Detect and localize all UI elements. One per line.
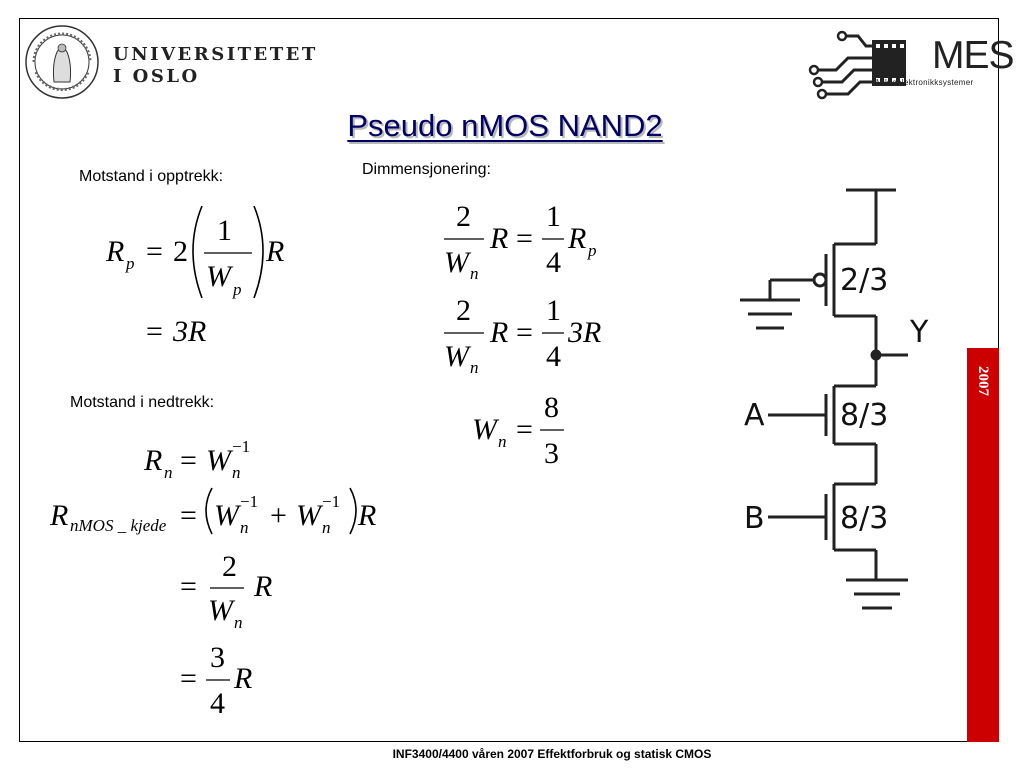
s2-den-sub: n — [470, 358, 479, 377]
s3-num: 8 — [544, 391, 559, 424]
s2-rden: 4 — [546, 340, 561, 373]
s1-rden: 4 — [546, 246, 561, 279]
pd4-eq: = — [180, 662, 197, 695]
pd2-left-paren — [205, 487, 213, 535]
slide-footer: INF3400/4400 våren 2007 Effektforbruk og… — [392, 747, 712, 761]
pd2-right-paren — [349, 487, 357, 535]
pd4-den: 4 — [210, 687, 225, 720]
nmos-a-size-label: 8/3 — [840, 398, 888, 433]
pullup-left-paren — [192, 205, 203, 299]
s1-den: W — [444, 246, 472, 279]
pullup-result: 3R — [172, 315, 206, 348]
pd3-eq: = — [180, 570, 197, 603]
mes-subtitle: Mikroelektronikksystemer — [876, 78, 974, 87]
pd4-num: 3 — [210, 641, 225, 674]
pullup-eq-2: = — [146, 315, 163, 348]
pd1-rhs-sub: n — [232, 463, 241, 482]
mes-circuit-logo-icon — [808, 30, 906, 100]
year-label: 2007 — [975, 366, 992, 396]
pseudo-nmos-nand2-schematic: 2/3 Y A 8/3 B 8/3 — [740, 188, 929, 610]
pullup-lhs: R — [105, 235, 124, 268]
s3-lhs: W — [472, 413, 500, 446]
pullup-den-sub: p — [232, 280, 242, 299]
sizing-label: Dimmensjonering: — [362, 161, 491, 178]
pd1-lhs: R — [143, 444, 162, 477]
pd4-tail: R — [233, 662, 252, 695]
s2-eq: = — [516, 316, 533, 349]
output-label: Y — [909, 315, 929, 350]
pd2-lhs-sub: nMOS _ kjede — [70, 516, 167, 535]
university-line-1: UNIVERSITETET — [113, 44, 318, 65]
pd2-w1-sub: n — [240, 518, 249, 537]
s3-eq: = — [516, 413, 533, 446]
pulldown-label: Motstand i nedtrekk: — [70, 394, 215, 411]
sizing-equations: 2 W n R = 1 4 R p 2 W n R = 1 4 3R W n =… — [444, 200, 601, 470]
uio-seal-icon — [25, 25, 99, 99]
s1-num: 2 — [456, 200, 471, 233]
s1-den-sub: n — [470, 264, 479, 283]
pullup-num: 1 — [217, 214, 232, 247]
input-a-label: A — [744, 398, 765, 433]
slide-title: Pseudo nMOS NAND2 — [347, 108, 663, 143]
pullup-label: Motstand i opptrekk: — [79, 168, 224, 185]
pd3-den: W — [208, 594, 236, 627]
pd2-w2-sub: n — [322, 518, 331, 537]
s2-num: 2 — [456, 294, 471, 327]
pullup-equation: R p = 2 1 W p R = 3R — [105, 205, 284, 348]
university-line-2: I OSLO — [113, 66, 200, 87]
s2-den: W — [444, 340, 472, 373]
s1-tail: R — [567, 222, 586, 255]
pd2-eq: = — [180, 499, 197, 532]
pullup-tail: R — [265, 235, 284, 268]
s3-den: 3 — [544, 437, 559, 470]
pd1-eq: = — [180, 444, 197, 477]
s3-lhs-sub: n — [498, 432, 507, 451]
pullup-eq: = — [146, 235, 163, 268]
pd2-w1: W — [214, 499, 242, 532]
pd1-rhs: W — [206, 444, 234, 477]
pullup-den: W — [206, 260, 234, 293]
pulldown-equations: R n = W n −1 R nMOS _ kjede = W n −1 + W… — [49, 437, 376, 720]
s1-tail-sub: p — [587, 241, 597, 260]
s2-tail: 3R — [567, 316, 601, 349]
input-b-label: B — [744, 501, 765, 536]
pd3-tail: R — [253, 570, 272, 603]
nmos-b-size-label: 8/3 — [840, 501, 888, 536]
pullup-lhs-sub: p — [125, 254, 135, 273]
pmos-bubble — [812, 272, 828, 288]
pd2-tail: R — [357, 499, 376, 532]
pd1-lhs-sub: n — [164, 463, 173, 482]
pullup-coef: 2 — [173, 235, 188, 268]
s2-mid: R — [489, 316, 508, 349]
pullup-right-paren — [253, 205, 264, 299]
university-name: UNIVERSITETET I OSLO — [113, 44, 318, 88]
s1-rnum: 1 — [546, 200, 561, 233]
pd2-lhs: R — [49, 499, 68, 532]
year-sidebar — [967, 348, 999, 742]
pd2-plus: + — [270, 499, 287, 532]
pd3-num: 2 — [222, 550, 237, 583]
mes-logo-text: MES — [932, 34, 1015, 77]
s1-eq: = — [516, 222, 533, 255]
pd2-w1-sup: −1 — [240, 492, 258, 511]
pmos-size-label: 2/3 — [840, 263, 888, 298]
pd2-w2: W — [296, 499, 324, 532]
pd3-den-sub: n — [234, 613, 243, 632]
s2-rnum: 1 — [546, 294, 561, 327]
s1-mid: R — [489, 222, 508, 255]
output-node — [870, 349, 882, 361]
pd2-w2-sup: −1 — [322, 492, 340, 511]
pd1-rhs-sup: −1 — [232, 437, 250, 456]
